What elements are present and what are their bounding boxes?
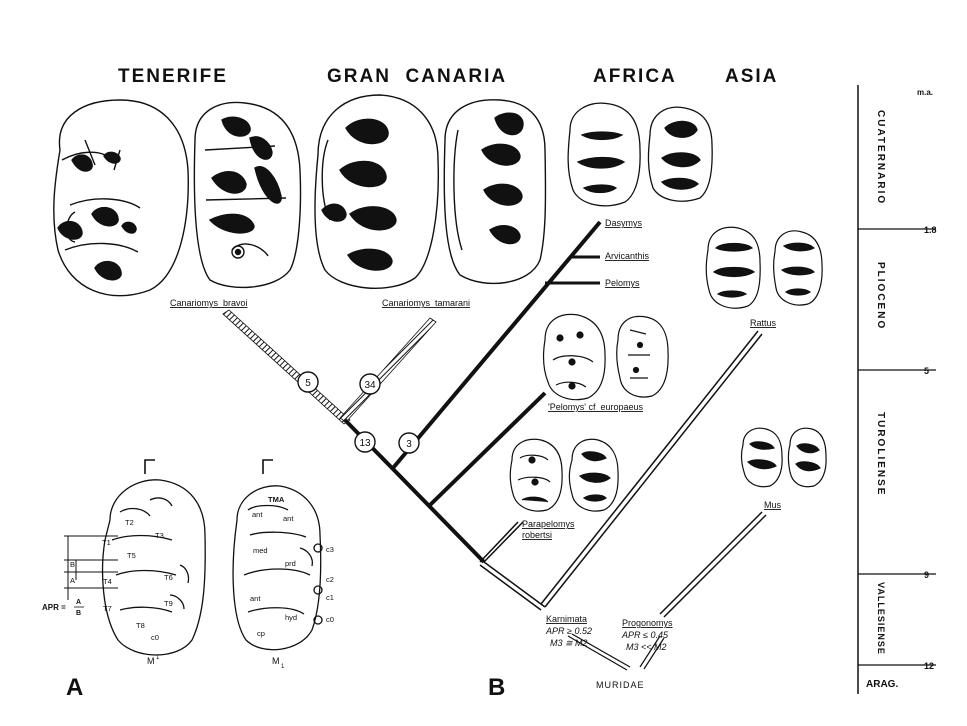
cusp-c1: c1 bbox=[326, 593, 334, 602]
cusp-c0-lower: c0 bbox=[326, 615, 334, 624]
branch-pelomys-europaeus bbox=[430, 393, 545, 505]
panel-a-upper-molar bbox=[103, 460, 206, 655]
cusp-ant-low: ant bbox=[250, 594, 261, 603]
node-markers: 5 34 13 3 bbox=[298, 372, 419, 453]
branch-rattus bbox=[545, 334, 762, 607]
apr-formula-denominator: B bbox=[76, 610, 81, 617]
molar-gran-canaria-lower bbox=[444, 100, 545, 284]
tick-label-9: 9 bbox=[924, 570, 929, 580]
tick-label-1-8: 1.8 bbox=[924, 225, 937, 235]
label-progonomys-m3: M3 << M2 bbox=[626, 642, 667, 652]
label-pelomys-europaeus: 'Pelomys' cf europaeus bbox=[548, 402, 643, 412]
label-progonomys: Progonomys bbox=[622, 618, 673, 628]
cusp-prd: prd bbox=[285, 559, 296, 568]
branch-africa bbox=[393, 222, 600, 468]
cusp-cp: cp bbox=[257, 629, 265, 638]
molar-tenerife-upper bbox=[54, 100, 188, 296]
molar-pelomys-europaeus bbox=[543, 314, 668, 399]
period-arag: ARAG. bbox=[866, 679, 898, 690]
label-arvicanthis: Arvicanthis bbox=[605, 251, 650, 261]
node-label-5: 5 bbox=[305, 378, 311, 389]
cusp-t5: T5 bbox=[127, 551, 136, 560]
label-canariomys-bravoi: Canariomys bravoi bbox=[170, 298, 248, 308]
tick-label-5: 5 bbox=[924, 366, 929, 376]
cusp-c3: c3 bbox=[326, 545, 334, 554]
node-label-34: 34 bbox=[364, 380, 376, 391]
cusp-t8: T8 bbox=[136, 621, 145, 630]
branch-mus bbox=[660, 512, 762, 614]
cusp-c2: c2 bbox=[326, 575, 334, 584]
label-muridae: MURIDAE bbox=[596, 680, 645, 690]
label-karnimata: Karnimata bbox=[546, 614, 587, 624]
label-m-lower: M bbox=[272, 656, 280, 666]
label-karnimata-apr: APR ≥ 0.52 bbox=[545, 626, 592, 636]
period-vallesiense: VALLESIENSE bbox=[876, 582, 886, 655]
label-m-lower-sub: 1 bbox=[281, 664, 285, 670]
cusp-med: med bbox=[253, 546, 268, 555]
apr-formula-label: APR = bbox=[42, 603, 66, 612]
label-parapelomys-species: robertsi bbox=[522, 530, 552, 540]
cusp-ant-left: ant bbox=[252, 510, 263, 519]
cusp-t4: T4 bbox=[103, 577, 112, 586]
molar-africa-upper bbox=[568, 103, 640, 206]
cusp-c0-upper: c0 bbox=[151, 633, 159, 642]
label-dasymys: Dasymys bbox=[605, 218, 643, 228]
label-canariomys-tamarani: Canariomys tamarani bbox=[382, 298, 470, 308]
taxon-labels: Canariomys bravoi Canariomys tamarani Da… bbox=[170, 218, 782, 690]
molar-parapelomys bbox=[510, 439, 618, 511]
cladogram bbox=[223, 222, 766, 670]
panel-a-labels: T2 T1 T3 T5 T4 T6 T7 T9 T8 c0 B A APR = … bbox=[42, 518, 173, 666]
panel-letter-b: B bbox=[488, 674, 505, 701]
unit-label: m.a. bbox=[917, 88, 933, 97]
branch-canariomys-tamarani bbox=[340, 318, 436, 422]
cusp-t1: T1 bbox=[102, 538, 111, 547]
cusp-t2: T2 bbox=[125, 518, 134, 527]
panel-a-lower-molar bbox=[233, 460, 322, 650]
molar-mus bbox=[742, 428, 827, 486]
label-karnimata-m3: M3 ≅ M2 bbox=[550, 638, 588, 648]
period-turoliense: TUROLIENSE bbox=[875, 412, 886, 496]
label-m-upper-sup: 1 bbox=[156, 655, 160, 661]
cusp-t7: T7 bbox=[103, 604, 112, 613]
time-scale: m.a. 1.8 5 9 12 CUATERNARIO PLIOCENO TUR… bbox=[858, 85, 937, 694]
label-mus: Mus bbox=[764, 500, 782, 510]
measure-a: A bbox=[70, 576, 75, 585]
cusp-t9: T9 bbox=[164, 599, 173, 608]
node-label-13: 13 bbox=[359, 438, 371, 449]
label-rattus: Rattus bbox=[750, 318, 777, 328]
molar-tenerife-lower bbox=[194, 102, 300, 287]
branch-parapelomys bbox=[484, 522, 523, 562]
period-plioceno: PLIOCENO bbox=[875, 262, 886, 330]
measure-b: B bbox=[70, 560, 75, 569]
cusp-hyd: hyd bbox=[285, 613, 297, 622]
molar-rattus bbox=[706, 227, 822, 308]
label-m-upper: M bbox=[147, 656, 155, 666]
cusp-tma: TMA bbox=[268, 495, 285, 504]
cusp-t3: T3 bbox=[155, 531, 164, 540]
cusp-ant-right: ant bbox=[283, 514, 294, 523]
label-parapelomys: Parapelomys bbox=[522, 519, 575, 529]
branch-canariomys-bravoi bbox=[223, 310, 350, 424]
period-cuaternario: CUATERNARIO bbox=[875, 110, 886, 205]
node-label-3: 3 bbox=[406, 439, 412, 450]
molar-africa-lower bbox=[648, 107, 712, 201]
apr-formula-numerator: A bbox=[76, 599, 81, 606]
cusp-t6: T6 bbox=[164, 573, 173, 582]
panel-letter-a: A bbox=[66, 674, 83, 701]
label-pelomys: Pelomys bbox=[605, 278, 640, 288]
panel-a-lower-labels: TMA ant ant med prd ant hyd cp c3 c2 c1 … bbox=[250, 495, 334, 670]
molar-gran-canaria-upper bbox=[315, 95, 438, 288]
tick-label-12: 12 bbox=[924, 661, 934, 671]
label-progonomys-apr: APR ≤ 0.45 bbox=[621, 630, 669, 640]
